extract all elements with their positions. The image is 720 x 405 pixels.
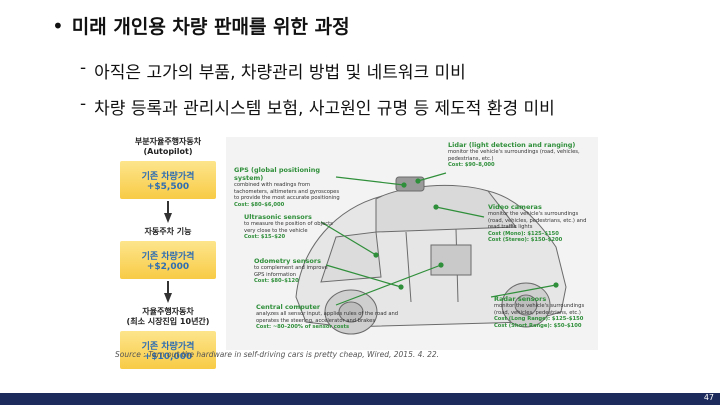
slide-heading: • 미래 개인용 차량 판매를 위한 과정 xyxy=(52,12,350,39)
stage3-label-line2: (최소 시장진입 10년간) xyxy=(126,317,210,326)
stage3-price-title: 기존 차량가격 xyxy=(141,341,195,352)
central-cost: Cost: ~80–200% of sensor costs xyxy=(256,324,350,331)
lidar-annotation: Lidar (light detection and ranging) moni… xyxy=(448,141,588,169)
heading-text: 미래 개인용 차량 판매를 위한 과정 xyxy=(71,16,350,38)
radar-title: Radar sensors xyxy=(494,295,547,303)
stage1-label-line1: 부분자율주행자동차 xyxy=(134,137,202,146)
odometry-annotation: Odometry sensors to complement and impro… xyxy=(254,257,334,285)
sub-bullet-dash: - xyxy=(80,94,87,114)
stage2-price-title: 기존 차량가격 xyxy=(141,251,195,262)
down-arrow-icon xyxy=(164,201,172,223)
stage1-price-title: 기존 차량가격 xyxy=(141,171,195,182)
radar-desc: monitor the vehicle's surroundings (road… xyxy=(494,303,585,316)
footer-bar: 47 xyxy=(0,393,720,405)
gps-cost: Cost: $80–$6,000 xyxy=(234,201,285,208)
source-citation: Source : Turn out the hardware in self-d… xyxy=(115,350,440,359)
video-annotation: Video cameras monitor the vehicle's surr… xyxy=(488,203,593,244)
stage1-price-value: +$5,500 xyxy=(146,181,190,192)
stage3-label: 자율주행자동차 (최소 시장진입 10년간) xyxy=(118,307,218,327)
lidar-title: Lidar (light detection and ranging) xyxy=(448,141,576,149)
sub-bullet-text: 아직은 고가의 부품, 차량관리 방법 및 네트워크 미비 xyxy=(94,63,466,83)
radar-annotation: Radar sensors monitor the vehicle's surr… xyxy=(494,295,594,329)
ultrasonic-cost: Cost: $15–$20 xyxy=(244,234,286,241)
gps-desc: combined with readings from tachometers,… xyxy=(234,182,340,202)
lidar-desc: monitor the vehicle's surroundings (road… xyxy=(448,149,580,162)
central-computer-annotation: Central computer analyzes all sensor inp… xyxy=(256,303,406,331)
page-number: 47 xyxy=(703,393,714,402)
stage2-price-box: 기존 차량가격 +$2,000 xyxy=(120,241,216,279)
stage3-price-value: +$10,000 xyxy=(143,351,193,362)
stage2-label: 자동주차 기능 xyxy=(144,227,192,236)
sub-bullet-dash: - xyxy=(80,58,87,78)
self-driving-car-figure: GPS (global positioning system) combined… xyxy=(226,137,598,350)
video-cost-stereo: Cost (Stereo): $150–$200 xyxy=(488,237,563,244)
lidar-cost: Cost: $90–8,000 xyxy=(448,162,495,169)
stage1-label: 부분자율주행자동차 (Autopilot) xyxy=(118,137,218,157)
stage3-price-box: 기존 차량가격 +$10,000 xyxy=(120,331,216,369)
ultrasonic-desc: to measure the position of objects very … xyxy=(244,221,333,234)
sub-bullet-2: - 차량 등록과 관리시스템 보험, 사고원인 규명 등 제도적 환경 미비 xyxy=(80,94,555,119)
odometry-desc: to complement and improve GPS informatio… xyxy=(254,265,328,278)
stage3-label-line1: 자율주행자동차 xyxy=(142,307,194,316)
ultrasonic-title: Ultrasonic sensors xyxy=(244,213,312,221)
sub-bullet-text: 차량 등록과 관리시스템 보험, 사고원인 규명 등 제도적 환경 미비 xyxy=(94,99,555,119)
car-illustration xyxy=(295,172,567,335)
price-flow-diagram: 부분자율주행자동차 (Autopilot) 기존 차량가격 +$5,500 자동… xyxy=(118,137,218,369)
central-title: Central computer xyxy=(256,303,321,311)
odometry-title: Odometry sensors xyxy=(254,257,321,265)
sub-bullet-1: - 아직은 고가의 부품, 차량관리 방법 및 네트워크 미비 xyxy=(80,58,466,83)
central-desc: analyzes all sensor input, applies rules… xyxy=(256,311,399,324)
video-cost-mono: Cost (Mono): $125–$150 xyxy=(488,230,559,237)
stage2-price-value: +$2,000 xyxy=(146,261,190,272)
bullet-symbol: • xyxy=(52,13,64,38)
radar-cost-short: Cost (Short Range): $50–$100 xyxy=(494,322,582,329)
radar-cost-long: Cost (Long Range): $125–$150 xyxy=(494,316,584,323)
stage1-label-line2: (Autopilot) xyxy=(143,147,193,156)
stage1-price-box: 기존 차량가격 +$5,500 xyxy=(120,161,216,199)
odometry-cost: Cost: $80–$120 xyxy=(254,278,299,285)
gps-title: GPS (global positioning system) xyxy=(234,166,321,183)
video-desc: monitor the vehicle's surroundings (road… xyxy=(488,211,587,231)
ultrasonic-annotation: Ultrasonic sensors to measure the positi… xyxy=(244,213,334,241)
video-title: Video cameras xyxy=(488,203,542,211)
gps-annotation: GPS (global positioning system) combined… xyxy=(234,166,344,208)
down-arrow-icon xyxy=(164,281,172,303)
